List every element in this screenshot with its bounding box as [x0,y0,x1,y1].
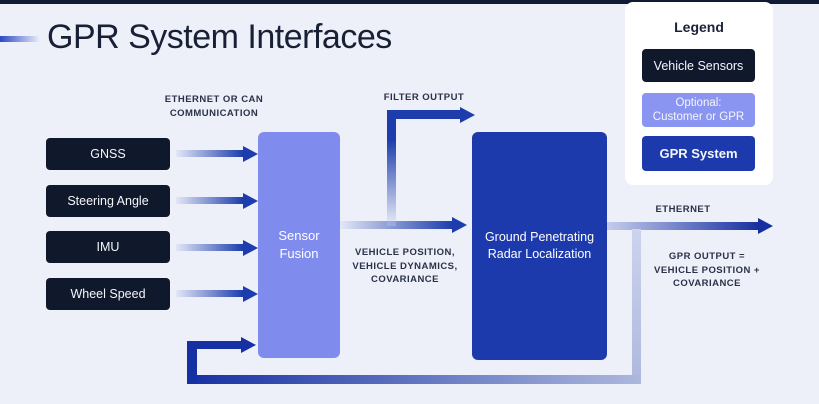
arrowhead-icon [243,192,258,209]
node-label: Steering Angle [67,194,149,208]
arrowhead-icon [758,218,773,234]
legend-panel: Legend Vehicle Sensors Optional:Customer… [625,2,773,185]
legend-item-optional: Optional:Customer or GPR [642,93,755,127]
node-imu: IMU [46,231,170,263]
top-accent-bar [0,0,819,4]
label-gpr-output: GPR OUTPUT =VEHICLE POSITION +COVARIANCE [654,251,760,289]
feedback-loop-left-segment [187,341,197,381]
arrow-steering-to-fusion [176,197,243,204]
node-label: Wheel Speed [70,287,146,301]
arrow-filter-output-vertical [387,111,396,226]
legend-item-gpr-system: GPR System [642,136,755,171]
legend-item-label: Vehicle Sensors [653,58,744,73]
arrowhead-icon [243,239,258,256]
arrow-fusion-to-gpr [340,221,453,229]
legend-title: Legend [674,19,724,35]
arrowhead-icon [243,145,258,162]
legend-item-label: Optional:Customer or GPR [652,96,745,123]
arrow-gnss-to-fusion [176,150,243,157]
node-label: IMU [96,240,120,254]
page-title: GPR System Interfaces [47,18,392,56]
arrow-filter-output-horizontal [387,110,461,119]
legend-item-label: GPR System [659,146,738,161]
arrow-imu-to-fusion [176,244,243,251]
label-filter-output: FILTER OUTPUT [383,92,465,103]
arrowhead-icon [243,285,258,302]
label-vehicle-position: VEHICLE POSITION,VEHICLE DYNAMICS,COVARI… [352,247,458,285]
label-ethernet: ETHERNET [655,204,711,215]
node-steering-angle: Steering Angle [46,185,170,217]
legend-item-vehicle-sensors: Vehicle Sensors [642,49,755,82]
feedback-loop-arrow-shaft [187,341,242,349]
arrowhead-icon [460,106,475,123]
title-accent-dash [0,36,40,42]
arrow-wheelspeed-to-fusion [176,290,243,297]
arrow-gpr-ethernet-output [607,222,759,230]
feedback-loop-right-segment [632,229,641,384]
arrowhead-icon [241,336,256,353]
feedback-loop-bottom-segment [187,375,641,384]
node-gnss: GNSS [46,138,170,170]
arrowhead-icon [452,217,467,233]
node-label: GNSS [90,147,126,161]
node-wheel-speed: Wheel Speed [46,278,170,310]
